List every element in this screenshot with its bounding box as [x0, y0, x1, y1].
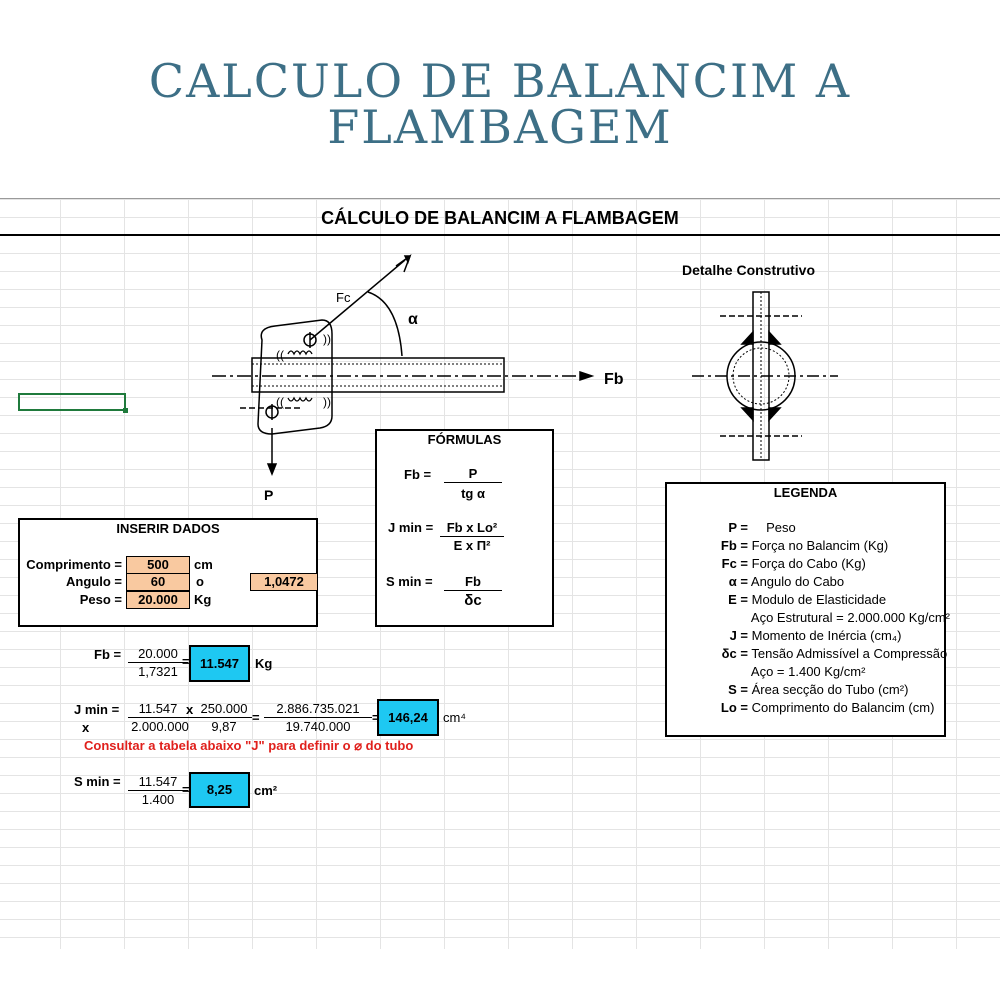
calc-fb-result[interactable]: 11.547 [189, 645, 250, 682]
legend-item: S = Área secção do Tubo (cm²) [728, 682, 909, 697]
calc-fb-label: Fb = [94, 647, 122, 662]
legend-item: Lo = Comprimento do Balancim (cm) [720, 700, 935, 715]
calc-smin-label: S min = [74, 774, 121, 789]
calc-jmin-times: x [186, 702, 194, 717]
hero-title-line1: CALCULO DE BALANCIM A [148, 54, 852, 108]
formula-fb-label: Fb = [404, 467, 432, 482]
calc-jmin-x: x [82, 720, 90, 735]
formulas-title: FÓRMULAS [427, 432, 502, 447]
p-label: P [264, 487, 273, 503]
cable-line [309, 259, 406, 341]
peso-unit: Kg [194, 592, 212, 607]
formula-fb-numerator: P [468, 466, 478, 481]
hero-title: CALCULO DE BALANCIM A FLAMBAGEM [0, 58, 1000, 150]
calc-fb-unit: Kg [255, 656, 273, 671]
svg-text:((: (( [276, 348, 284, 362]
formula-fb-line [444, 482, 502, 483]
calc-smin-equals: = [182, 782, 190, 797]
legend-item: Fc = Força do Cabo (Kg) [721, 556, 866, 571]
svg-text:)): )) [323, 395, 331, 409]
hero-title-line2: FLAMBAGEM [327, 100, 673, 154]
legend-item: E = Modulo de Elasticidade [728, 592, 887, 607]
formula-jmin-label: J min = [388, 520, 434, 535]
calc-jmin-label: J min = [74, 702, 120, 717]
calc-jmin-den1: 2.000.000 [131, 719, 189, 734]
formula-jmin-denominator: E x Π² [453, 538, 491, 553]
calc-jmin-line1 [128, 717, 252, 718]
calc-jmin-result[interactable]: 146,24 [377, 699, 439, 736]
end-plate [257, 319, 333, 435]
angulo-input[interactable]: 60 [126, 573, 190, 591]
svg-text:)): )) [323, 332, 331, 346]
calc-jmin-num2: 250.000 [200, 701, 248, 716]
calc-smin-numerator: 11.547 [138, 774, 178, 789]
formula-fb-denominator: tg α [461, 486, 485, 501]
legend-item: J = Momento de Inércia (cm₄) [729, 628, 902, 643]
tube-table-warning: Consultar a tabela abaixo "J" para defin… [84, 738, 414, 753]
formula-jmin-line [440, 536, 504, 537]
comprimento-unit: cm [194, 557, 213, 572]
tube-outline [251, 357, 505, 393]
legend-item: Aço Estrutural = 2.000.000 Kg/cm² [750, 610, 950, 625]
legend-item: α = Angulo do Cabo [728, 574, 845, 589]
alpha-label: α [408, 311, 418, 328]
formula-smin-line [444, 590, 502, 591]
formulas-box [375, 429, 554, 627]
formula-smin-label: S min = [386, 574, 433, 589]
comprimento-input[interactable]: 500 [126, 556, 190, 574]
peso-label: Peso = [79, 592, 122, 607]
calc-fb-numerator: 20.000 [138, 646, 178, 661]
comprimento-label: Comprimento = [26, 557, 122, 572]
fc-label: Fc [336, 290, 351, 305]
calc-fb-line [128, 662, 188, 663]
balancim-diagram: (( (( )) )) Fc α Fb P [212, 253, 624, 503]
calc-jmin-num1: 11.547 [138, 701, 178, 716]
legend-list: P = Peso Fb = Força no Balancim (Kg) Fc … [668, 520, 950, 718]
calc-jmin-num3: 2.886.735.021 [276, 701, 360, 716]
alpha-arc [367, 291, 403, 357]
calc-smin-result[interactable]: 8,25 [189, 772, 250, 808]
formula-smin-denominator: δc [464, 592, 482, 609]
peso-input[interactable]: 20.000 [126, 591, 190, 609]
sheet-title-rule [0, 234, 1000, 236]
angulo-radians-cell[interactable]: 1,0472 [250, 573, 318, 591]
calc-jmin-line2 [264, 717, 372, 718]
calc-smin-denominator: 1.400 [141, 792, 175, 807]
formula-jmin-numerator: Fb x Lo² [446, 520, 498, 535]
input-data-title: INSERIR DADOS [116, 521, 220, 536]
svg-text:((: (( [276, 395, 284, 409]
legend-box [665, 482, 946, 737]
fill-handle[interactable] [123, 408, 128, 413]
calc-jmin-den3: 19.740.000 [285, 719, 351, 734]
detail-drawing [692, 291, 838, 461]
angulo-label: Angulo = [66, 574, 122, 589]
calc-fb-equals: = [182, 654, 190, 669]
legend-title: LEGENDA [773, 485, 838, 500]
fb-arrow-head [579, 370, 595, 382]
calc-jmin-unit: cm⁴ [443, 710, 466, 725]
calc-smin-unit: cm² [254, 783, 278, 798]
detail-title: Detalhe Construtivo [682, 262, 816, 278]
legend-item: Aço = 1.400 Kg/cm² [750, 664, 866, 679]
fb-label: Fb [604, 371, 624, 388]
legend-item: P = Peso [728, 520, 796, 535]
calc-jmin-equals2: = [372, 710, 380, 725]
calc-smin-line [128, 790, 188, 791]
legend-item: Fb = Força no Balancim (Kg) [720, 538, 889, 553]
angulo-unit: o [196, 574, 204, 589]
calc-fb-denominator: 1,7321 [138, 664, 178, 679]
sheet-title: CÁLCULO DE BALANCIM A FLAMBAGEM [321, 208, 679, 228]
calc-jmin-den2: 9,87 [211, 719, 237, 734]
calc-jmin-equals1: = [252, 710, 260, 725]
selected-cell[interactable] [18, 393, 126, 411]
legend-item: δc = Tensão Admissível a Compressão [721, 646, 948, 661]
formula-smin-numerator: Fb [465, 574, 481, 589]
